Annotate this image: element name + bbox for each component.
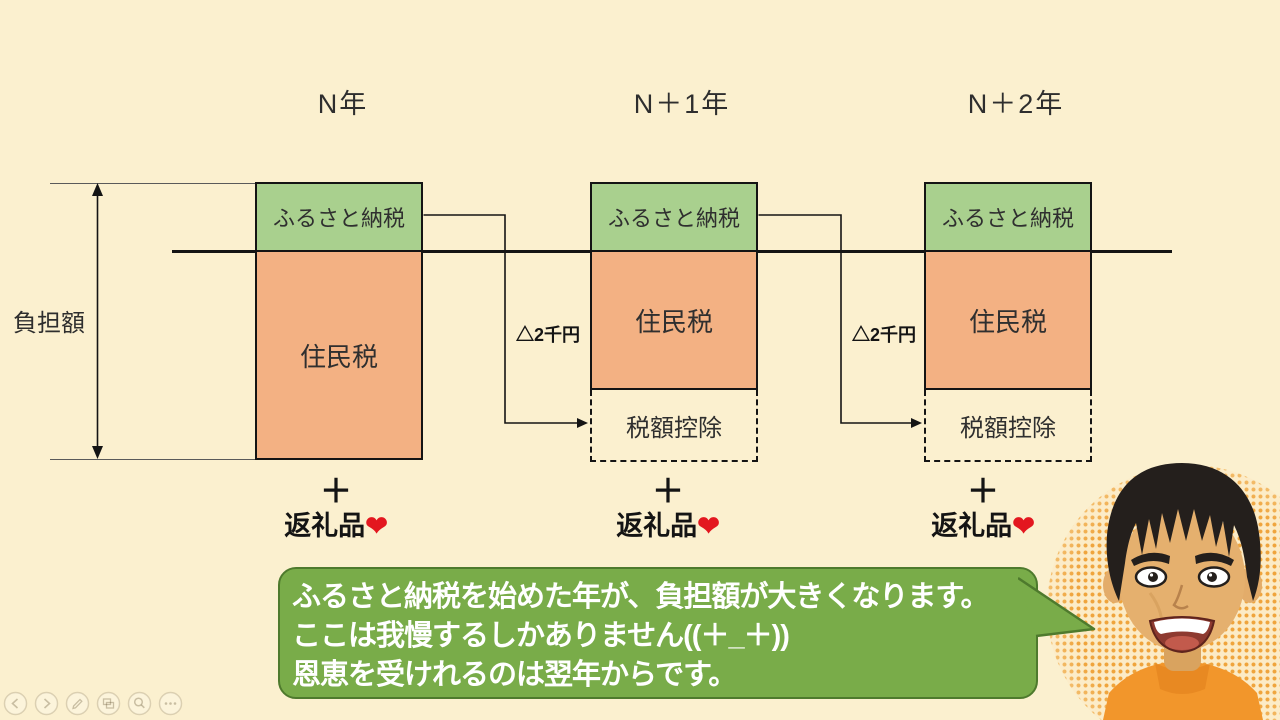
col3-gift-label: 返礼品❤: [931, 511, 1035, 541]
slideshow-controls: [3, 691, 183, 716]
speech-bubble-tail: [1018, 576, 1096, 638]
magnifier-icon: [127, 691, 152, 716]
heart-icon: ❤: [1012, 511, 1035, 541]
bubble-line-1: ふるさと納税を始めた年が、負担額が大きくなります。: [292, 581, 990, 613]
col1-plus-sign: ＋: [319, 473, 352, 509]
col2-delta-2000yen-label: △2千円: [515, 325, 580, 345]
col2-tax-deduction-box: 税額控除: [590, 390, 758, 462]
reference-line-bottom: [50, 458, 256, 460]
heart-icon: ❤: [365, 511, 388, 541]
pen-tools-button[interactable]: [65, 691, 90, 716]
col2-resident-tax-box: 住民税: [590, 250, 758, 390]
year-label-n1: N＋1年: [633, 89, 731, 119]
zoom-slide-button[interactable]: [127, 691, 152, 716]
reference-line-top: [50, 182, 256, 184]
col3-resident-tax-box: 住民税: [924, 250, 1092, 390]
slides-grid-icon: [96, 691, 121, 716]
ellipsis-icon: [158, 691, 183, 716]
pen-icon: [65, 691, 90, 716]
chevron-left-icon: [3, 691, 28, 716]
speech-bubble: ふるさと納税を始めた年が、負担額が大きくなります。 ここは我慢するしかありません…: [278, 567, 1096, 699]
speech-bubble-text: ふるさと納税を始めた年が、負担額が大きくなります。 ここは我慢するしかありません…: [292, 578, 1032, 695]
previous-slide-button[interactable]: [3, 691, 28, 716]
cartoon-face: [1103, 463, 1263, 720]
col2-plus-sign: ＋: [651, 473, 684, 509]
see-all-slides-button[interactable]: [96, 691, 121, 716]
chevron-right-icon: [34, 691, 59, 716]
bubble-line-3: 恩恵を受けれるのは翌年からです。: [292, 659, 737, 691]
year-label-n2: N＋2年: [967, 89, 1065, 119]
more-options-button[interactable]: [158, 691, 183, 716]
col1-resident-tax-box: 住民税: [255, 250, 423, 460]
year-label-n: N年: [317, 89, 369, 119]
bubble-line-2: ここは我慢するしかありません((＋_＋)): [292, 620, 790, 652]
heart-icon: ❤: [697, 511, 720, 541]
col3-tax-deduction-box: 税額控除: [924, 390, 1092, 462]
burden-measure-arrow: [92, 183, 103, 459]
col2-furusato-box: ふるさと納税: [590, 182, 758, 252]
col1-furusato-box: ふるさと納税: [255, 182, 423, 252]
col3-furusato-box: ふるさと納税: [924, 182, 1092, 252]
presenter-avatar: [1040, 455, 1280, 720]
col3-delta-2000yen-label: △2千円: [851, 325, 916, 345]
col1-gift-label: 返礼品❤: [284, 511, 388, 541]
next-slide-button[interactable]: [34, 691, 59, 716]
col3-plus-sign: ＋: [966, 473, 999, 509]
col2-gift-label: 返礼品❤: [616, 511, 720, 541]
burden-amount-label: 負担額: [13, 310, 85, 337]
